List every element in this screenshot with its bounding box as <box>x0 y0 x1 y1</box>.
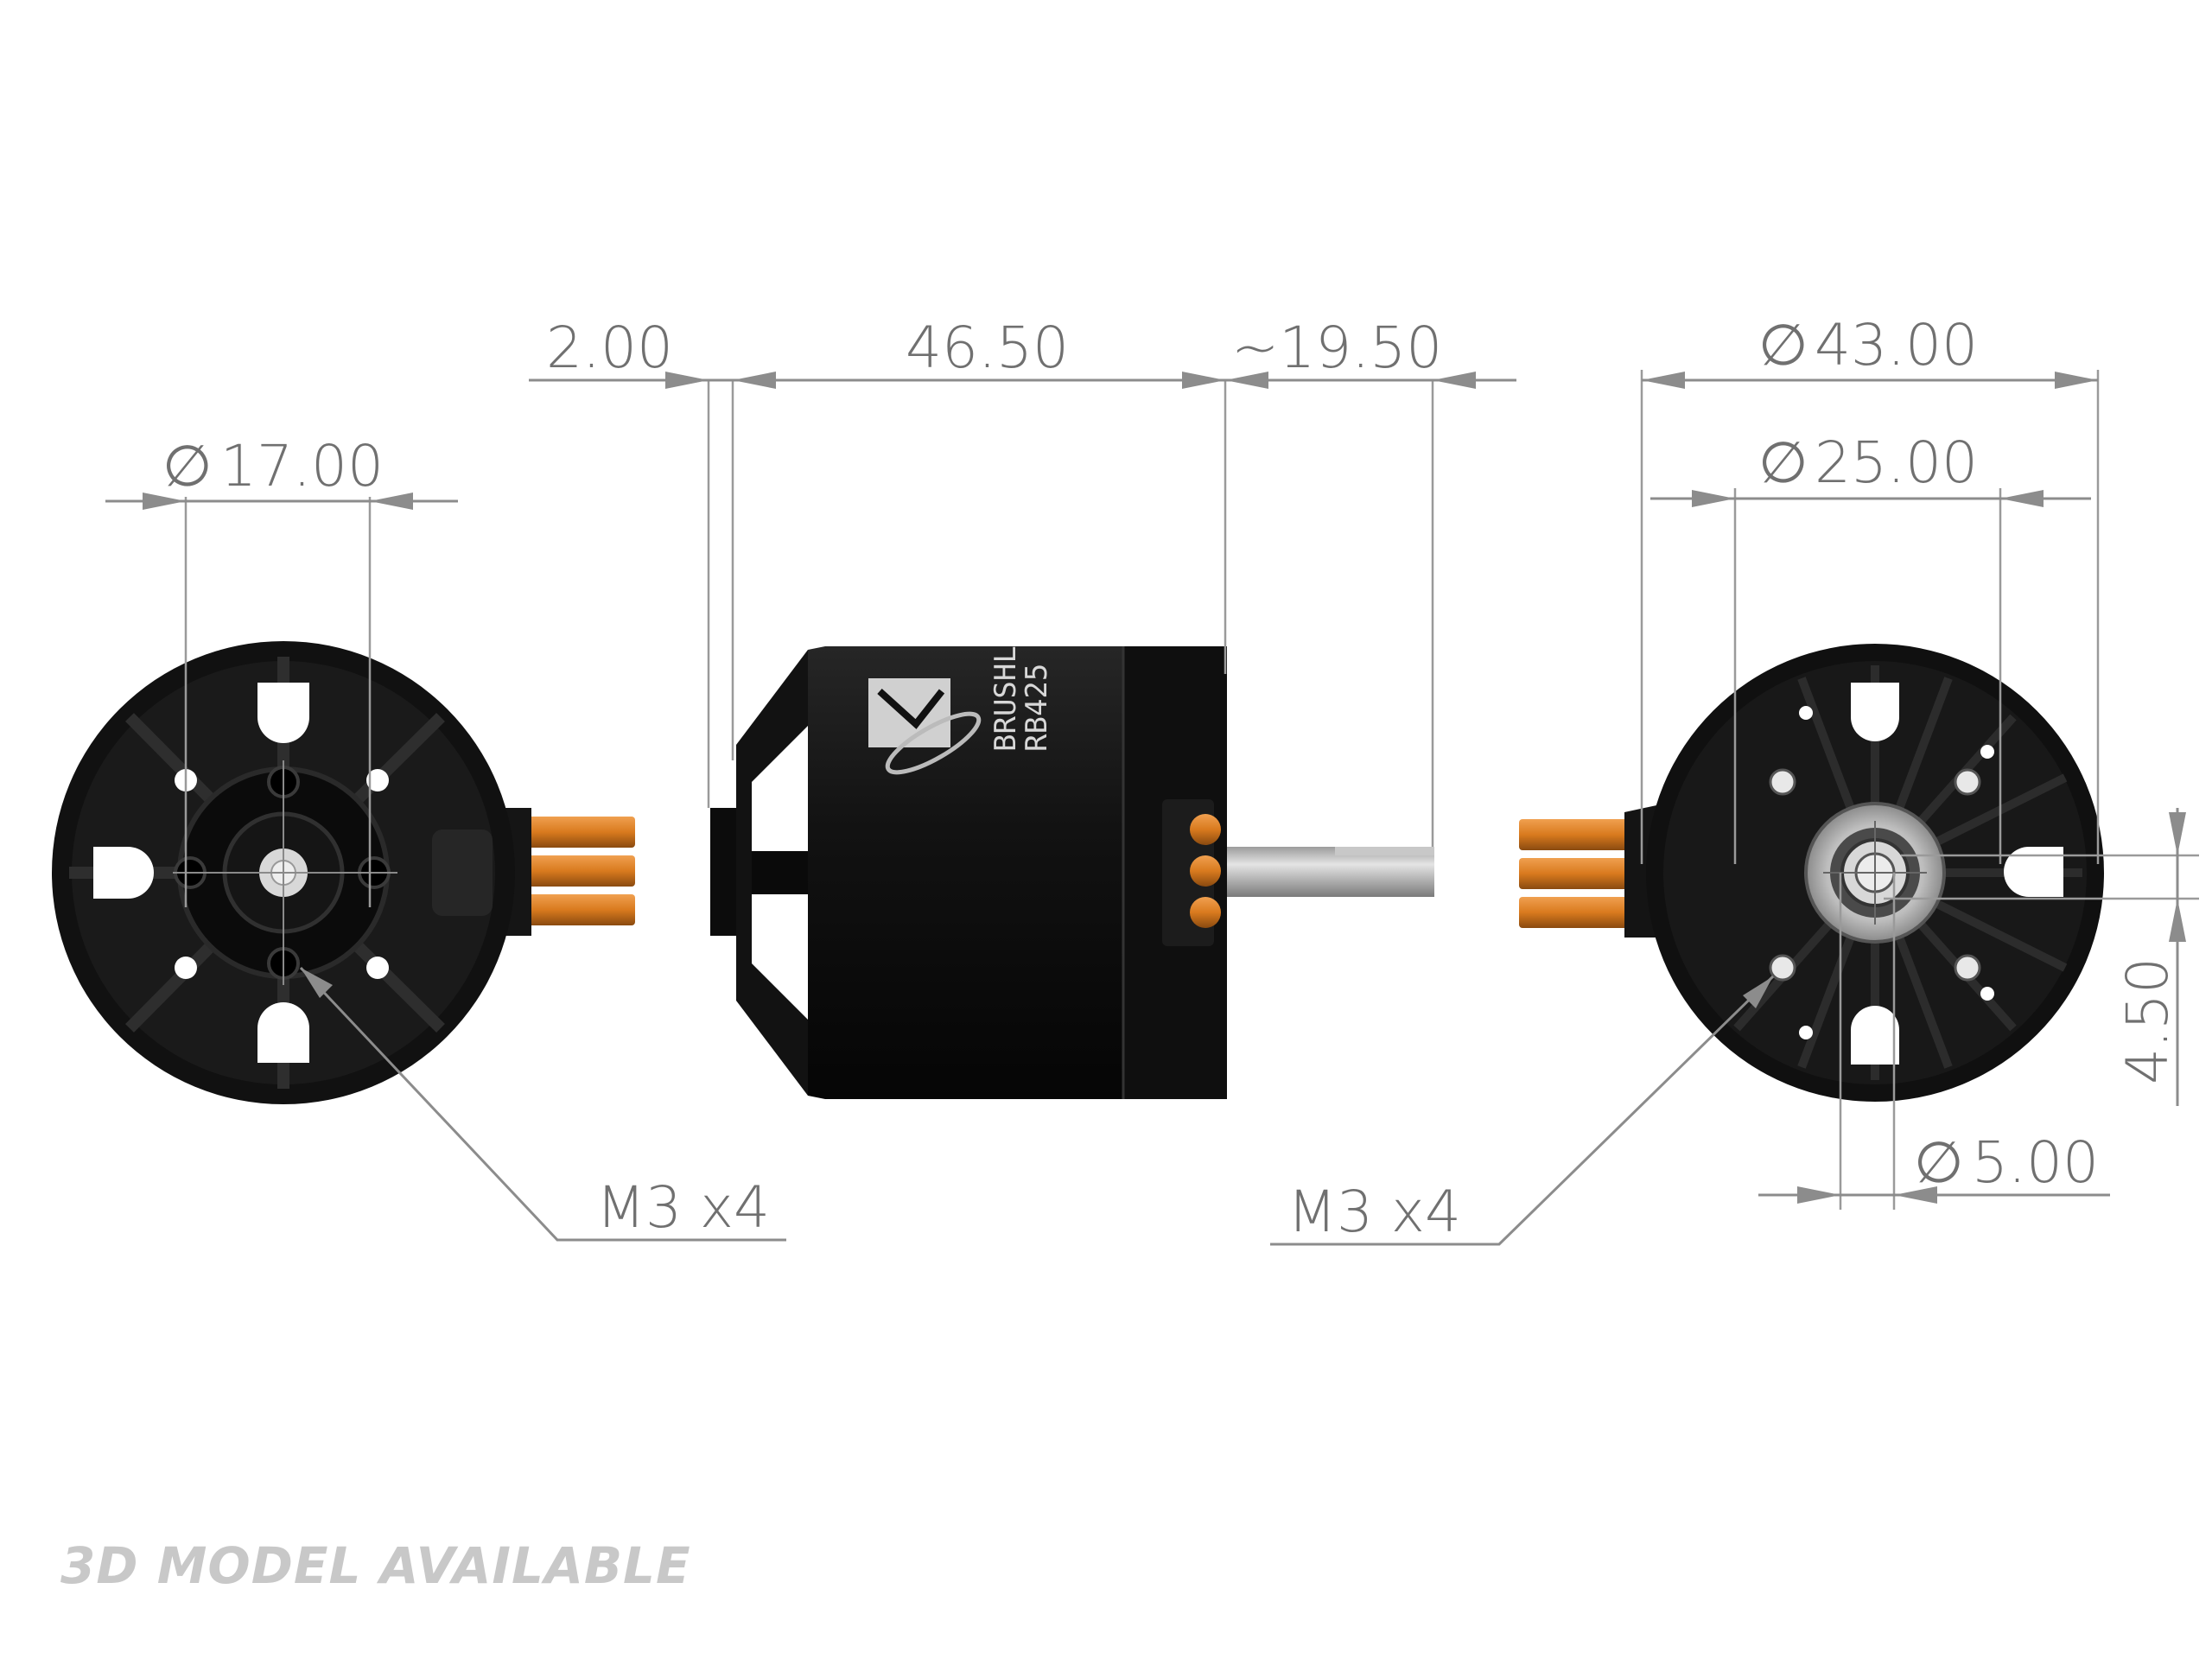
motor-label-line2: RB425 <box>1020 664 1054 752</box>
dim-body-length: 46.50 <box>906 315 1069 381</box>
diameter-symbol-outer: ∅ <box>1758 312 1808 378</box>
dim-rear-hole-circle: 25.00 <box>1815 429 1978 496</box>
diameter-symbol-rear: ∅ <box>1758 429 1808 496</box>
dim-outer-diameter: 43.00 <box>1815 312 1978 378</box>
dim-shaft-diameter: 5.00 <box>1972 1129 2099 1196</box>
motor-label-line1: BRUSHL <box>988 645 1023 752</box>
rear-m3-holes <box>1769 768 1981 982</box>
side-view: BRUSHL RB425 <box>710 645 1434 1099</box>
dim-front-screws: M3 x4 <box>596 1174 770 1241</box>
dimension-labels: 2.00 46.50 ~19.50 ∅ 17.00 ∅ 43.00 ∅ 25.0… <box>162 312 2181 1245</box>
front-view <box>52 641 635 1104</box>
dim-front-hole-circle: 17.00 <box>220 433 384 499</box>
dim-shaft-length: ~19.50 <box>1231 315 1442 381</box>
diameter-symbol-left: ∅ <box>162 433 213 499</box>
dim-rear-screws: M3 x4 <box>1287 1179 1461 1245</box>
brand-logo <box>868 678 982 775</box>
dimension-lines <box>105 370 2199 1246</box>
footer-3d-model-available: 3D MODEL AVAILABLE <box>60 1536 691 1595</box>
rear-wires <box>1519 819 1631 928</box>
dim-shaft-offset: 4.50 <box>2114 957 2181 1084</box>
front-wires <box>497 808 635 936</box>
diameter-symbol-shaft: ∅ <box>1914 1129 1964 1196</box>
rear-view <box>1519 644 2104 1102</box>
dim-flange-thickness: 2.00 <box>546 315 673 381</box>
